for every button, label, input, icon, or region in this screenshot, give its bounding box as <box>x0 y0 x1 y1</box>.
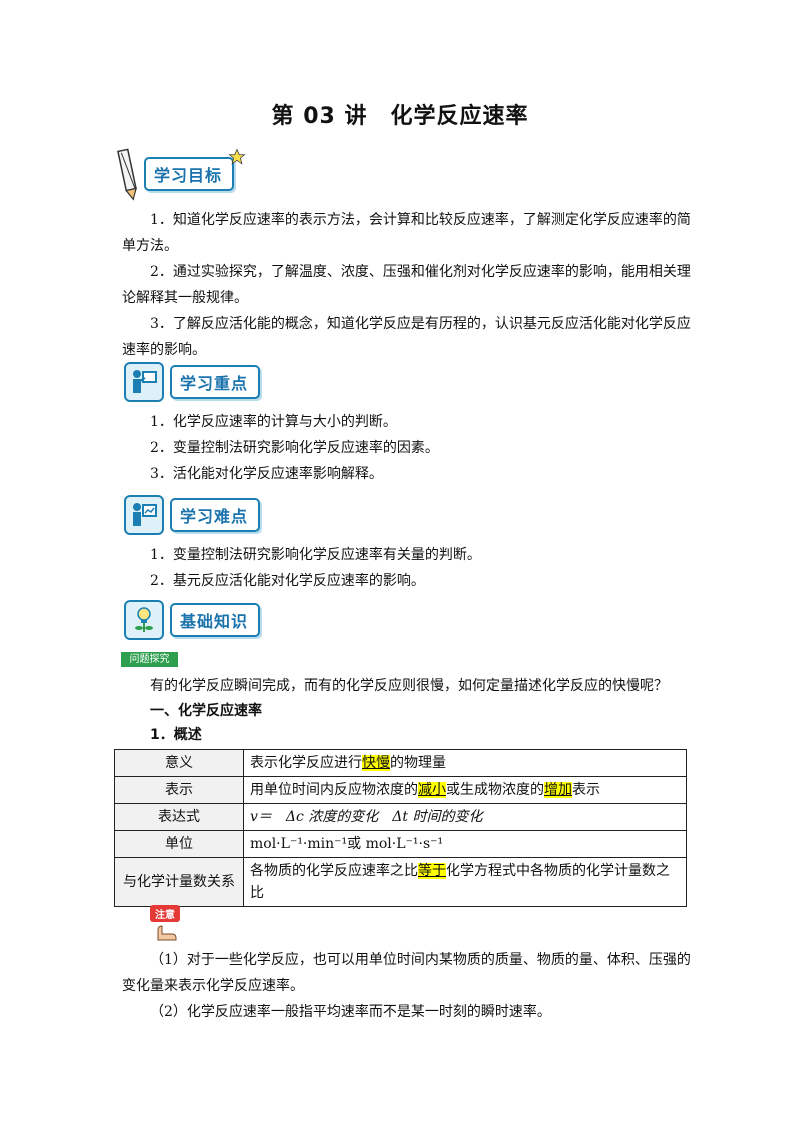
overview-table: 意义 表示化学反应进行快慢的物理量 表示 用单位时间内反应物浓度的减小或生成物浓… <box>114 749 687 907</box>
section-heading: 一、化学反应速率 <box>150 703 262 719</box>
table-key: 单位 <box>114 830 244 858</box>
difficulties-badge-label: 学习难点 <box>180 507 249 526</box>
table-key: 与化学计量数关系 <box>114 857 244 907</box>
note-badge: 注意 <box>150 905 180 941</box>
goals-badge: 学习目标 <box>116 146 246 202</box>
subsection-heading: 1．概述 <box>150 727 202 743</box>
note-item: （2）化学反应速率一般指平均速率而不是某一时刻的瞬时速率。 <box>150 1004 551 1020</box>
goal-item: 3．了解反应活化能的概念，知道化学反应是有历程的，认识基元反应活化能对化学反应速… <box>122 316 691 358</box>
page-title: 第 03 讲 化学反应速率 <box>271 104 529 129</box>
goals-badge-label: 学习目标 <box>154 166 223 185</box>
table-key: 意义 <box>114 749 244 777</box>
key-points-badge-label: 学习重点 <box>180 374 249 393</box>
problem-explore-tag: 问题探究 <box>121 652 178 667</box>
table-row: 意义 表示化学反应进行快慢的物理量 <box>114 749 687 777</box>
key-point-item: 2．变量控制法研究影响化学反应速率的因素。 <box>150 440 439 456</box>
table-key: 表达式 <box>114 803 244 831</box>
pointing-hand-icon <box>157 925 177 941</box>
table-row: 表示 用单位时间内反应物浓度的减小或生成物浓度的增加表示 <box>114 776 687 804</box>
teacher-board-icon <box>124 362 164 402</box>
pencil-icon <box>117 148 137 201</box>
key-points-badge: 学习重点 <box>124 362 261 402</box>
table-value: 表示化学反应进行快慢的物理量 <box>243 749 687 777</box>
goal-item: 1．知道化学反应速率的表示方法，会计算和比较反应速率，了解测定化学反应速率的简单… <box>122 212 691 254</box>
key-point-item: 1．化学反应速率的计算与大小的判断。 <box>150 414 397 430</box>
star-icon <box>228 148 246 165</box>
difficulty-item: 1．变量控制法研究影响化学反应速率有关量的判断。 <box>150 547 481 563</box>
key-point-item: 3．活化能对化学反应速率影响解释。 <box>150 466 383 482</box>
question-text: 有的化学反应瞬间完成，而有的化学反应则很慢，如何定量描述化学反应的快慢呢？ <box>150 678 668 694</box>
difficulty-item: 2．基元反应活化能对化学反应速率的影响。 <box>150 573 425 589</box>
basics-badge: 基础知识 <box>124 600 261 640</box>
lightbulb-plant-icon <box>124 600 164 640</box>
goal-item: 2．通过实验探究，了解温度、浓度、压强和催化剂对化学反应速率的影响，能用相关理论… <box>122 264 691 306</box>
table-row: 与化学计量数关系 各物质的化学反应速率之比等于化学方程式中各物质的化学计量数之比 <box>114 857 687 907</box>
difficulties-badge: 学习难点 <box>124 495 261 535</box>
table-value: 各物质的化学反应速率之比等于化学方程式中各物质的化学计量数之比 <box>243 857 687 907</box>
note-item: （1）对于一些化学反应，也可以用单位时间内某物质的质量、物质的量、体积、压强的变… <box>122 952 691 994</box>
table-key: 表示 <box>114 776 244 804</box>
highlight: 增加 <box>544 782 572 798</box>
table-row: 单位 mol·L⁻¹·min⁻¹或 mol·L⁻¹·s⁻¹ <box>114 830 687 858</box>
highlight: 快慢 <box>362 755 390 771</box>
table-value: v＝ Δc 浓度的变化 Δt 时间的变化 <box>243 803 687 831</box>
basics-badge-label: 基础知识 <box>180 612 249 631</box>
note-label: 注意 <box>150 905 180 922</box>
table-value: 用单位时间内反应物浓度的减小或生成物浓度的增加表示 <box>243 776 687 804</box>
highlight: 等于 <box>418 863 446 879</box>
table-value: mol·L⁻¹·min⁻¹或 mol·L⁻¹·s⁻¹ <box>243 830 687 858</box>
table-row: 表达式 v＝ Δc 浓度的变化 Δt 时间的变化 <box>114 803 687 831</box>
presentation-icon <box>124 495 164 535</box>
highlight: 减小 <box>418 782 446 798</box>
